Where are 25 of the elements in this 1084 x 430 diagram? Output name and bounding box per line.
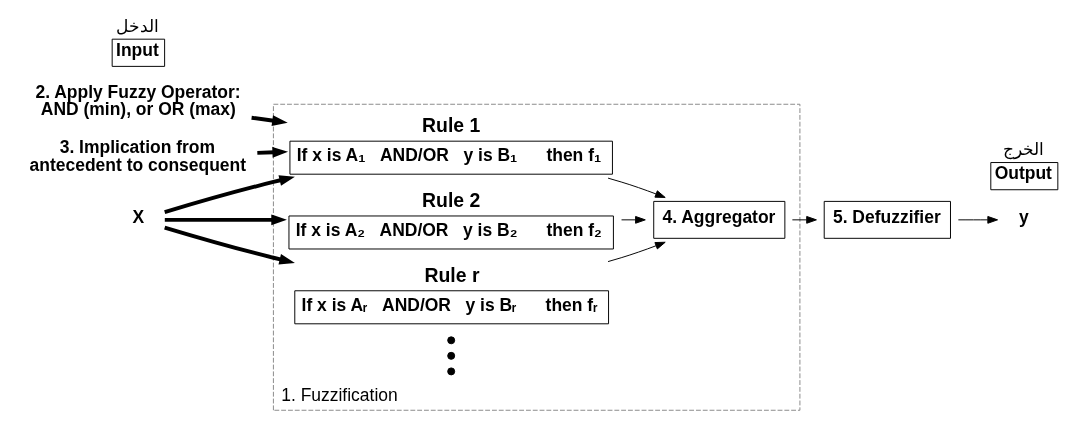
node-label: Rule 1 [421, 114, 480, 137]
node-text: 2. Apply Fuzzy Operator: AND (min), or OR (max) [34, 81, 241, 120]
arrow [163, 225, 295, 265]
node-text: X [132, 207, 144, 228]
node-box: Input [111, 38, 165, 67]
node-text: 3. Implication from antecedent to consequent [29, 137, 246, 175]
arrow [957, 215, 998, 224]
arrow [791, 215, 817, 224]
node-box: Output [989, 162, 1058, 191]
arrow [163, 175, 295, 214]
node-box: 5. Defuzzifier [823, 200, 951, 239]
node-box: If x is A₂ AND/OR y is B₂ then f₂ [287, 215, 614, 250]
arrow [607, 241, 666, 263]
node-label: Rule r [423, 264, 479, 287]
arrow [607, 177, 666, 198]
arrow [250, 115, 288, 126]
node-label: الدخل [115, 15, 159, 36]
node-box: If x is Aᵣ AND/OR y is Bᵣ then fᵣ [293, 290, 609, 325]
node-label: الخرج [1002, 139, 1044, 160]
node-box: If x is A₁ AND/OR y is B₁ then f₁ [288, 140, 613, 175]
arrow [620, 215, 646, 224]
arrow [164, 214, 287, 226]
node-label: Rule 2 [421, 189, 480, 212]
node-text: y [1018, 207, 1029, 228]
node-box: 4. Aggregator [652, 200, 785, 239]
